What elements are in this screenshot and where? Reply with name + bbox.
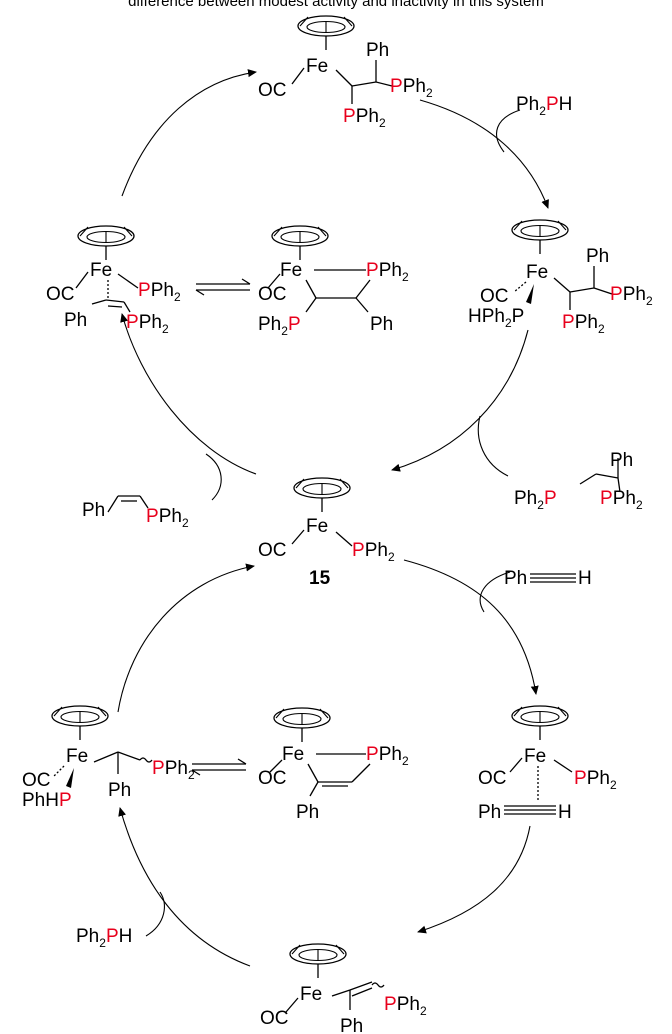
svg-text:OC: OC: [480, 286, 509, 307]
svg-text:Ph: Ph: [586, 246, 609, 267]
svg-text:Fe: Fe: [306, 516, 328, 537]
reagent-phenylacetylene: Ph H: [504, 568, 592, 589]
svg-text:Fe: Fe: [306, 56, 328, 77]
svg-text:PhHP: PhHP: [22, 790, 72, 811]
reagent-diphenylphosphine-bottom: Ph2PH: [76, 926, 132, 950]
product-diphosphine: Ph2P Ph PPh2: [514, 450, 643, 512]
svg-text:OC: OC: [46, 284, 75, 305]
svg-text:PPh2: PPh2: [146, 506, 189, 530]
svg-text:Ph: Ph: [296, 802, 319, 823]
svg-text:Ph: Ph: [340, 1016, 363, 1034]
svg-text:HPh2P: HPh2P: [468, 306, 524, 330]
svg-text:OC: OC: [478, 768, 507, 789]
equilibrium-arrows-upper: [195, 278, 251, 296]
svg-text:OC: OC: [258, 284, 287, 305]
svg-text:Ph2P: Ph2P: [514, 488, 557, 512]
svg-text:OC: OC: [258, 540, 287, 561]
svg-text:Fe: Fe: [524, 746, 546, 767]
svg-text:PPh2: PPh2: [138, 280, 181, 304]
svg-text:PPh2: PPh2: [574, 768, 617, 792]
complex-center-upper-metallacycle: Fe OC PPh2 Ph2P Ph: [258, 225, 409, 338]
svg-text:Fe: Fe: [280, 260, 302, 281]
complex-right-lower-alkyne-pi: Fe OC PPh2 Ph H: [478, 705, 617, 823]
svg-text:Ph: Ph: [610, 450, 633, 471]
svg-text:PPh2: PPh2: [600, 488, 643, 512]
figure-caption: difference between modest activity and i…: [128, 0, 544, 10]
complex-bottom-vinyl: Fe OC Ph PPh2: [260, 943, 427, 1034]
svg-text:Ph: Ph: [64, 310, 87, 331]
svg-text:Ph: Ph: [478, 802, 501, 823]
svg-text:PPh2: PPh2: [384, 994, 427, 1018]
svg-text:OC: OC: [258, 768, 287, 789]
svg-text:Ph: Ph: [504, 568, 527, 589]
svg-text:Fe: Fe: [90, 260, 112, 281]
complex-right-upper-phosphine-adduct: Fe OC HPh2P Ph PPh2 PPh2: [468, 219, 653, 336]
svg-text:PPh2: PPh2: [126, 312, 169, 336]
reagent-diphenylphosphine-top: Ph2PH: [516, 94, 572, 118]
reaction-arrows: [117, 69, 549, 967]
svg-text:Fe: Fe: [300, 984, 322, 1005]
svg-text:Ph: Ph: [82, 500, 105, 521]
svg-text:Fe: Fe: [282, 744, 304, 765]
svg-text:Fe: Fe: [66, 746, 88, 767]
svg-text:PPh2: PPh2: [390, 76, 433, 100]
complex-left-upper-vinylphosphine-pi: Fe OC PPh2 Ph PPh2: [46, 225, 181, 336]
svg-text:PPh2: PPh2: [343, 106, 386, 130]
svg-text:Ph: Ph: [370, 314, 393, 335]
complex-center-lower-metallacycle: Fe OC PPh2 Ph: [258, 707, 409, 823]
svg-text:H: H: [578, 568, 592, 589]
svg-text:PPh2: PPh2: [152, 758, 195, 782]
complex-top-diphosphine-alkyl: Fe OC Ph PPh2 PPh2: [258, 15, 433, 130]
complex-left-lower-vinyl-phosphine: Fe OC PhHP Ph PPh2: [22, 705, 195, 811]
equilibrium-arrows-lower: [191, 758, 247, 776]
svg-text:PPh2: PPh2: [562, 312, 605, 336]
svg-text:H: H: [558, 802, 572, 823]
compound-15-label: 15: [309, 568, 331, 589]
svg-text:PPh2: PPh2: [610, 284, 653, 308]
complex-15-center: Fe OC PPh2 15: [258, 477, 395, 589]
product-vinylphosphine: Ph PPh2: [82, 495, 189, 530]
svg-text:PPh2: PPh2: [352, 540, 395, 564]
svg-text:OC: OC: [260, 1008, 289, 1029]
svg-text:Fe: Fe: [526, 262, 548, 283]
svg-text:Ph: Ph: [108, 780, 131, 801]
svg-text:Ph: Ph: [366, 40, 389, 61]
svg-text:PPh2: PPh2: [366, 744, 409, 768]
svg-text:OC: OC: [22, 770, 51, 791]
svg-text:OC: OC: [258, 80, 287, 101]
svg-text:Ph2P: Ph2P: [258, 314, 301, 338]
svg-text:PPh2: PPh2: [366, 260, 409, 284]
